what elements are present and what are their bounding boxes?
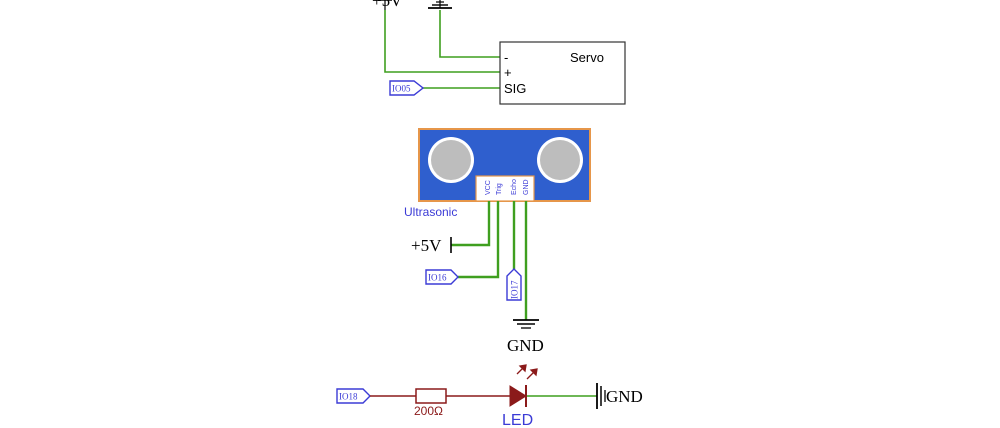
servo-power-label: +5V [372,0,403,10]
ultrasonic-pin-header [475,175,535,202]
led-section: IO18 200Ω LED GND [336,364,643,428]
servo-name: Servo [570,50,604,65]
pin-vcc: VCC [485,180,492,195]
led-label: LED [502,412,533,428]
servo-ground-icon [428,0,452,9]
trig-wire [458,201,500,279]
ultrasonic-power-label: +5V [411,236,442,255]
svg-text:IO18: IO18 [339,392,358,402]
led-ground-icon [596,383,606,409]
led-ground-label: GND [606,387,643,406]
vcc-wire [451,201,491,247]
ultrasonic-section: VCC Trig Echo GND Ultrasonic +5V IO16 IO… [404,128,591,355]
resistor-icon [415,388,447,404]
svg-text:IO17: IO17 [510,280,520,299]
transducer-right [540,140,580,180]
io17-net-label: IO17 [506,268,522,301]
pin-gnd: GND [523,179,530,195]
ultrasonic-ground-icon [513,319,539,329]
light-emission-icon [516,364,538,380]
servo-pin-minus: - [504,50,508,65]
ultrasonic-label: Ultrasonic [404,205,457,219]
svg-text:IO05: IO05 [392,84,411,94]
transducer-left [431,140,471,180]
servo-power-wire [384,10,500,73]
svg-text:IO16: IO16 [428,273,447,283]
io18-net-label: IO18 [336,388,371,404]
io16-net-label: IO16 [425,269,459,285]
servo-pin-plus: + [504,65,512,80]
servo-section: +5V Servo - + SIG IO05 [372,0,626,105]
pin-trig: Trig [496,183,503,195]
servo-pin-sig: SIG [504,81,526,96]
ultrasonic-ground-label: GND [507,336,544,355]
io05-net-label: IO05 [389,80,425,96]
resistor-value: 200Ω [414,404,443,418]
pin-echo: Echo [511,179,518,195]
led-diode-icon [509,385,527,407]
servo-block [499,41,626,105]
servo-ground-wire [439,10,500,58]
